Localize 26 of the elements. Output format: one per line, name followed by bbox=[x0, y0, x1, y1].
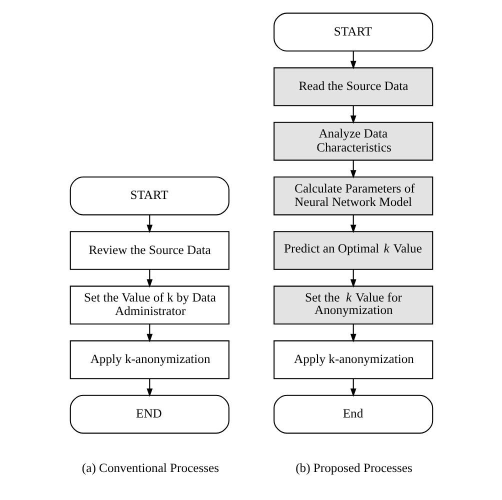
arrow bbox=[146, 269, 152, 288]
node-box: START bbox=[273, 12, 433, 52]
arrow bbox=[146, 214, 152, 233]
node-box: Predict an Optimal k Value bbox=[273, 230, 433, 270]
arrow bbox=[350, 160, 356, 178]
arrow bbox=[350, 324, 356, 342]
arrow bbox=[146, 324, 152, 342]
node-box: START bbox=[69, 176, 229, 215]
arrow bbox=[350, 269, 356, 288]
node-box: Analyze Data Characteristics bbox=[273, 121, 433, 160]
node-box: End bbox=[273, 394, 433, 434]
arrow bbox=[350, 50, 356, 69]
arrow bbox=[350, 105, 356, 124]
node-box: Read the Source Data bbox=[273, 66, 433, 106]
node-box: Set the k Value for Anonymization bbox=[273, 285, 433, 324]
label: (a) Conventional Processes bbox=[81, 460, 219, 475]
node-box: Apply k-anonymization bbox=[69, 340, 229, 379]
arrow bbox=[350, 378, 356, 396]
node-box: Calculate Parameters of Neural Network Model bbox=[273, 176, 433, 215]
label: (b) Proposed Processes bbox=[295, 460, 412, 475]
node-box: Apply k-anonymization bbox=[273, 340, 433, 379]
arrow bbox=[146, 378, 152, 396]
node-box: END bbox=[69, 394, 229, 434]
node-box: Review the Source Data bbox=[69, 230, 229, 270]
arrow bbox=[350, 214, 356, 233]
node-box: Set the Value of k by Data Administrator bbox=[69, 285, 229, 324]
